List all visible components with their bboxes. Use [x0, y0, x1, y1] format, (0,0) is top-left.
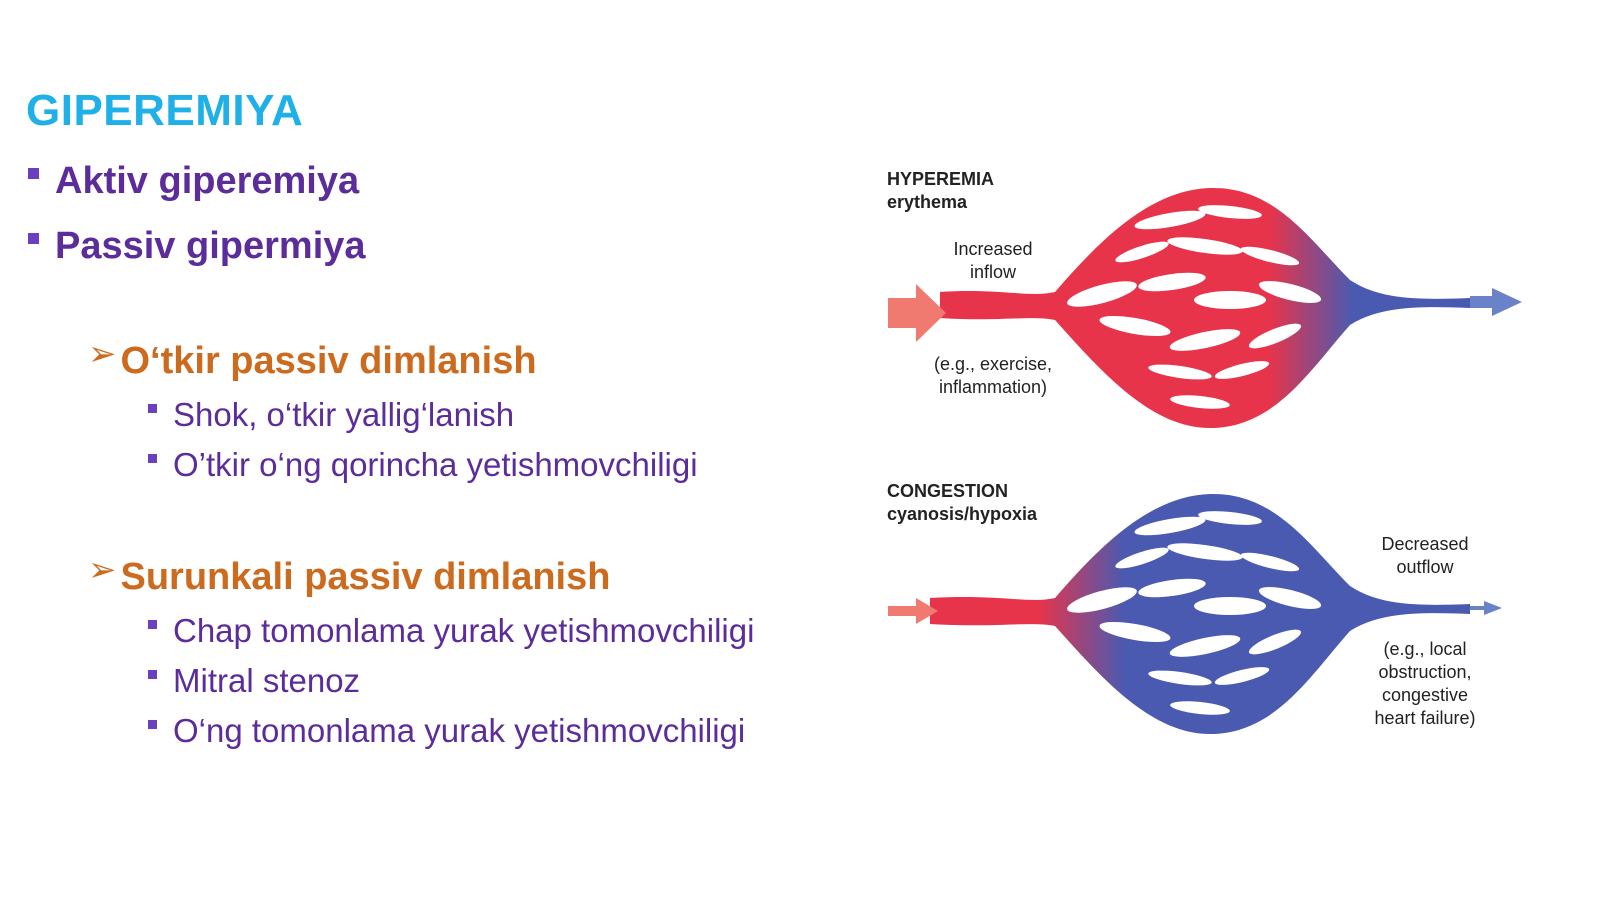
- hyperemia-note-line: Increased: [953, 239, 1033, 259]
- bullet-active-hyperemia: Aktiv giperemiya: [28, 160, 359, 203]
- vessel-diagram-svg: [888, 187, 1522, 734]
- arrow-bullet-icon: ➢: [88, 551, 117, 589]
- outflow-arrow-icon: [1470, 288, 1522, 316]
- list-item-label: O‘ng tomonlama yurak yetishmovchiligi: [173, 712, 746, 749]
- slide-title: GIPEREMIYA: [26, 86, 304, 135]
- heading-chronic-passive-congestion: ➢ Surunkali passiv dimlanish: [88, 551, 611, 599]
- bullet-passive-hyperemia: Passiv gipermiya: [28, 225, 366, 268]
- congestion-subtitle: cyanosis/hypoxia: [887, 504, 1038, 524]
- hyperemia-subtitle: erythema: [887, 192, 968, 212]
- outflow-arrow-icon: [1470, 601, 1502, 615]
- bullet-square-icon: [148, 670, 157, 679]
- congestion-title: CONGESTION: [887, 481, 1009, 501]
- congestion-vessel-bed: [888, 493, 1502, 734]
- congestion-example-line: congestive: [1381, 685, 1469, 705]
- vessel-gaps: [1067, 205, 1322, 409]
- bullet-square-icon: [28, 168, 39, 179]
- hyperemia-example: (e.g., exercise, inflammation): [918, 353, 1068, 399]
- congestion-example: (e.g., local obstruction, congestive hea…: [1355, 638, 1495, 730]
- list-item: Shok, o‘tkir yallig‘lanish: [148, 396, 514, 434]
- bullet-label: Passiv gipermiya: [55, 225, 366, 267]
- arrow-bullet-icon: ➢: [88, 335, 117, 373]
- list-item-label: Shok, o‘tkir yallig‘lanish: [173, 396, 515, 433]
- hyperemia-example-line: inflammation): [938, 377, 1048, 397]
- list-item: O‘ng tomonlama yurak yetishmovchiligi: [148, 712, 745, 750]
- vessel-gaps: [1067, 511, 1322, 715]
- list-item: Chap tomonlama yurak yetishmovchiligi: [148, 612, 754, 650]
- inflow-arrow-icon: [888, 598, 938, 624]
- hyperemia-congestion-diagram: HYPEREMIA erythema Increased inflow (e.g…: [880, 160, 1560, 760]
- bullet-square-icon: [148, 454, 157, 463]
- hyperemia-example-line: (e.g., exercise,: [933, 354, 1053, 374]
- list-item: O’tkir o‘ng qorincha yetishmovchiligi: [148, 446, 698, 484]
- bullet-square-icon: [148, 720, 157, 729]
- hyperemia-note-line: inflow: [969, 262, 1017, 282]
- list-item: Mitral stenoz: [148, 662, 360, 700]
- hyperemia-title: HYPEREMIA: [887, 169, 995, 189]
- heading-label: Surunkali passiv dimlanish: [120, 556, 611, 598]
- list-item-label: Mitral stenoz: [173, 662, 361, 699]
- congestion-note-line: Decreased: [1381, 534, 1469, 554]
- bullet-square-icon: [28, 233, 39, 244]
- congestion-note-line: outflow: [1396, 557, 1454, 577]
- list-item-label: O’tkir o‘ng qorincha yetishmovchiligi: [173, 446, 698, 483]
- inflow-arrow-icon: [888, 284, 946, 342]
- bullet-label: Aktiv giperemiya: [55, 160, 360, 202]
- heading-acute-passive-congestion: ➢ O‘tkir passiv dimlanish: [88, 335, 537, 383]
- list-item-label: Chap tomonlama yurak yetishmovchiligi: [173, 612, 755, 649]
- congestion-example-line: (e.g., local: [1383, 639, 1467, 659]
- heading-label: O‘tkir passiv dimlanish: [120, 340, 537, 382]
- congestion-example-line: heart failure): [1374, 708, 1476, 728]
- bullet-square-icon: [148, 404, 157, 413]
- congestion-example-line: obstruction,: [1378, 662, 1472, 682]
- congestion-note: Decreased outflow: [1360, 533, 1490, 579]
- hyperemia-vessel-bed: [888, 187, 1522, 428]
- hyperemia-note: Increased inflow: [938, 238, 1048, 284]
- bullet-square-icon: [148, 620, 157, 629]
